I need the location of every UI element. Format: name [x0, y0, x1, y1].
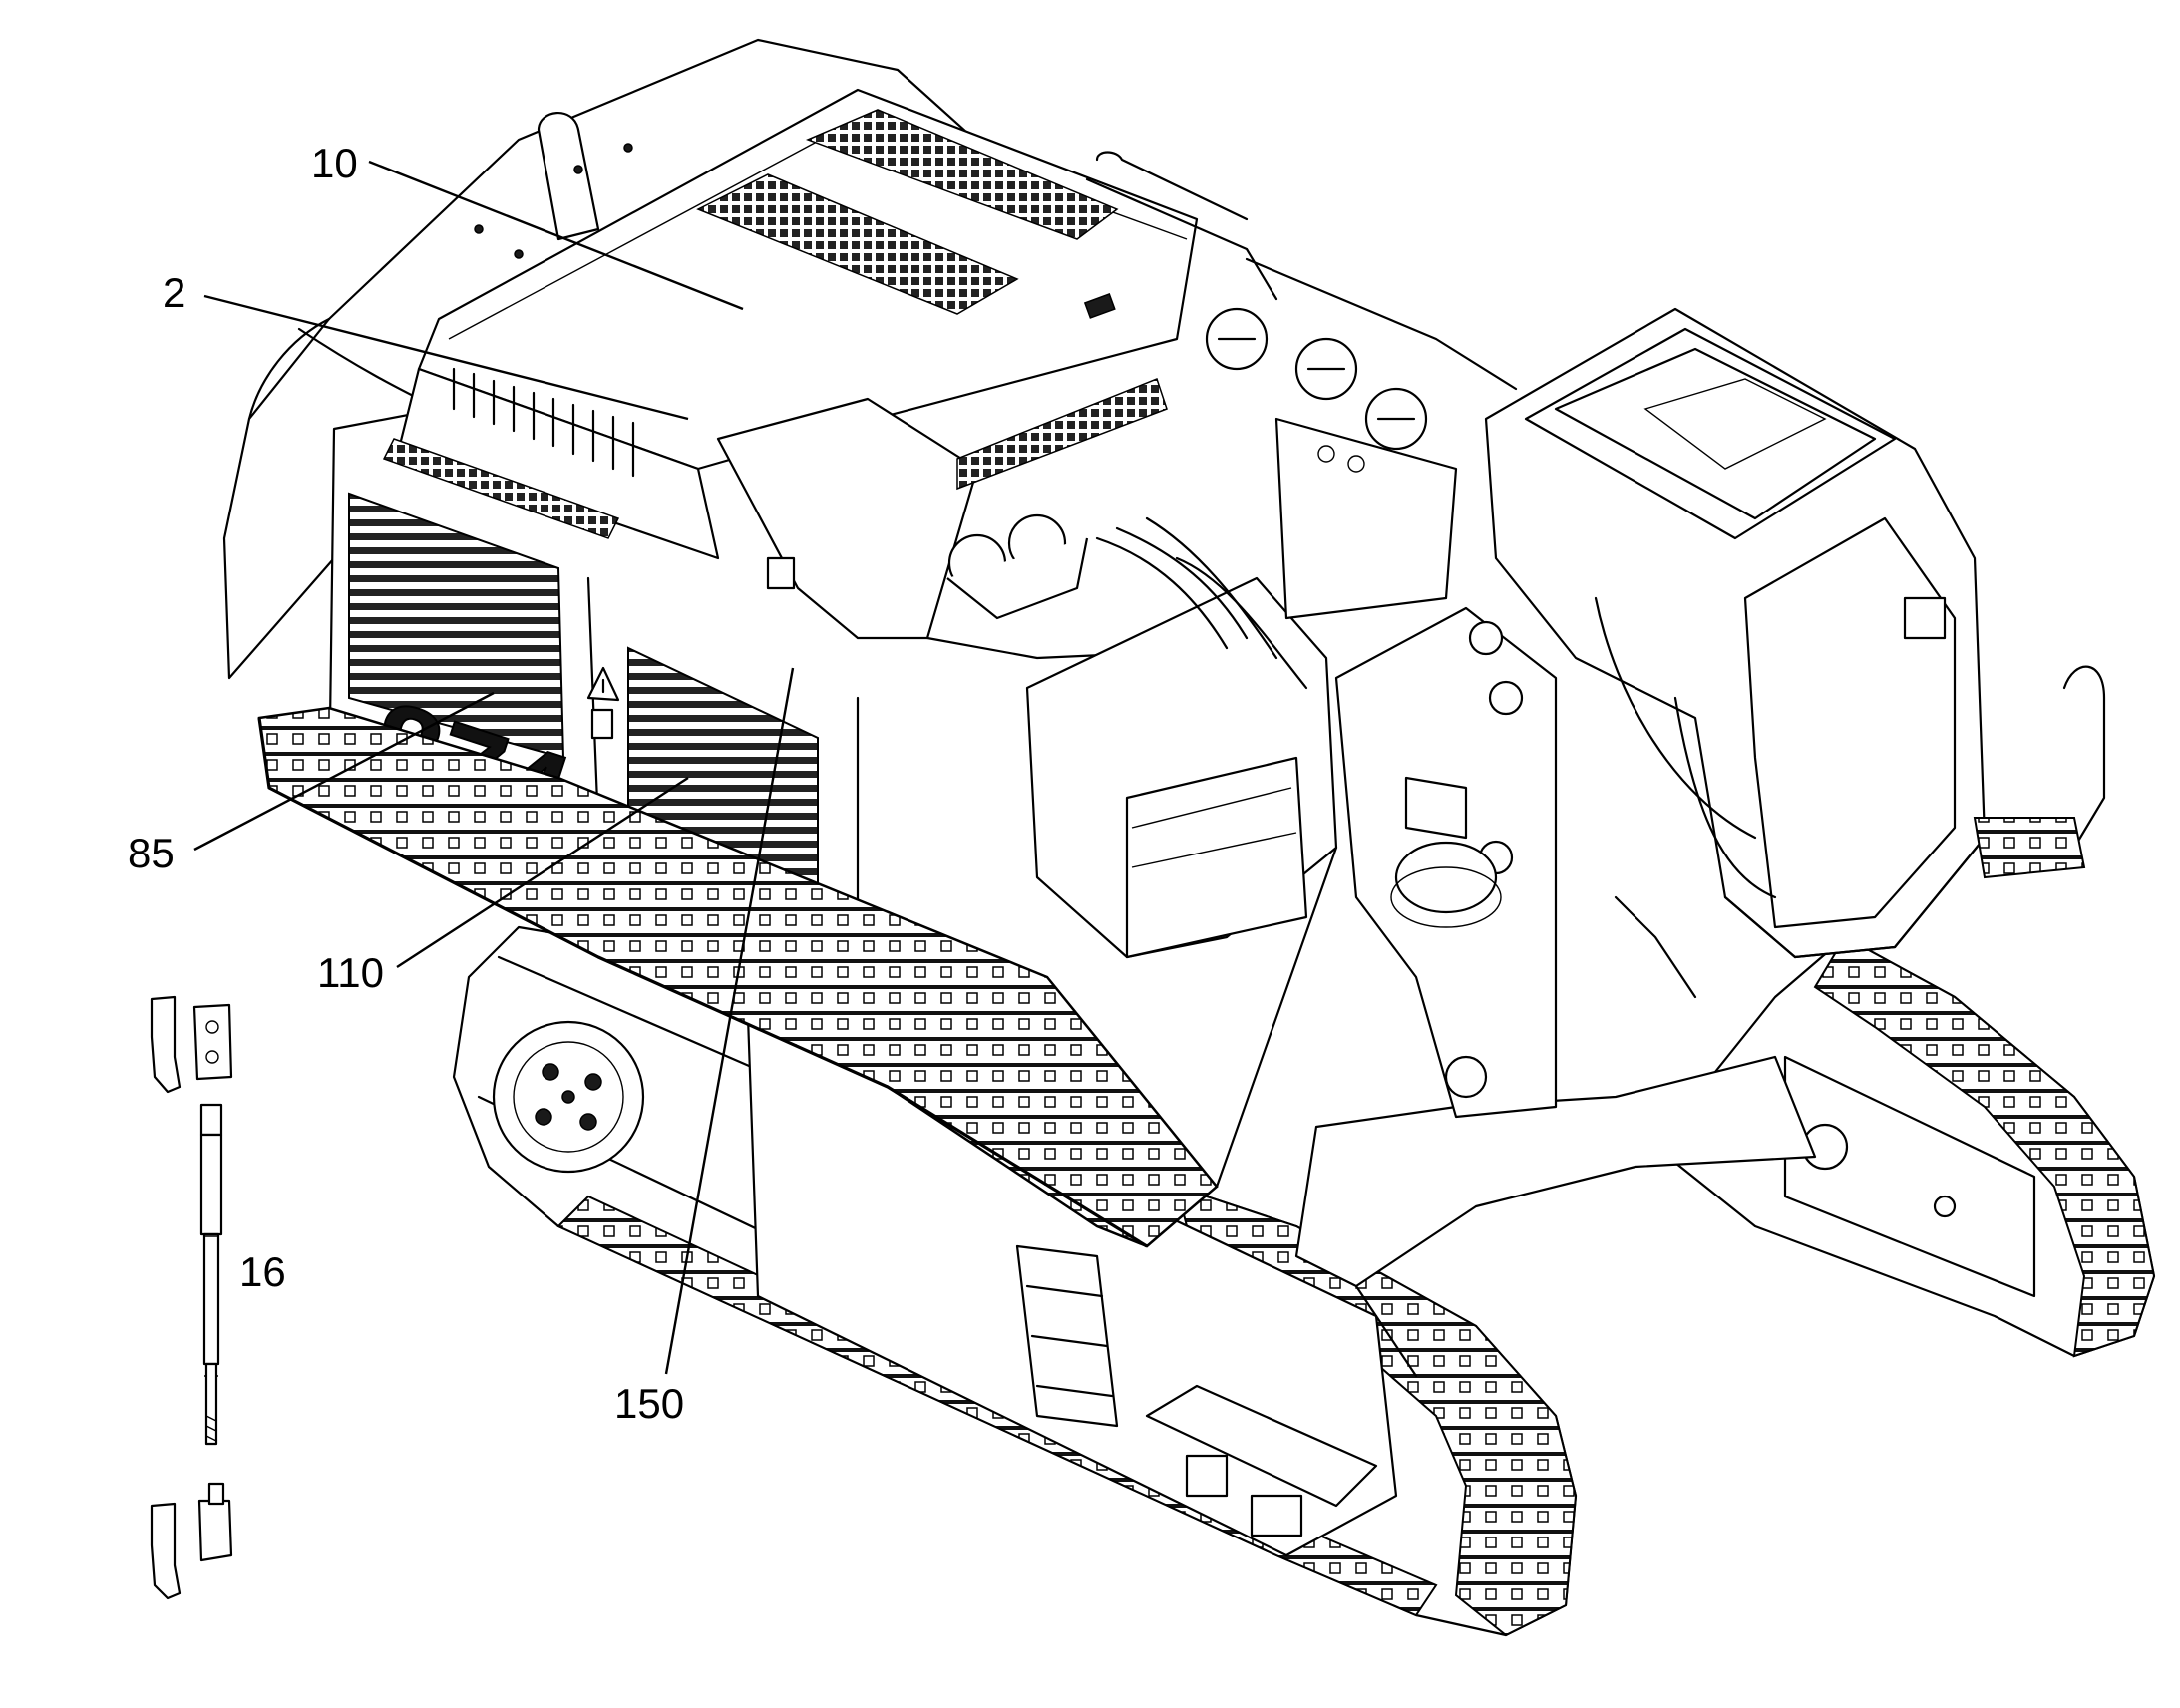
left-crawler-track: [452, 925, 1578, 1637]
leader-110: [396, 776, 689, 969]
callout-2: 2: [163, 269, 185, 316]
exhaust-stack: [537, 112, 600, 241]
callout-110: 110: [317, 949, 384, 996]
callout-10: 10: [311, 140, 358, 186]
callout-16: 16: [239, 1248, 286, 1295]
callout-85: 85: [128, 830, 175, 876]
louvers: [452, 367, 635, 478]
radiator-grille-left: [348, 492, 565, 760]
leader-2: [203, 294, 689, 421]
engine-cover-box: [716, 397, 979, 640]
leader-lines: [193, 160, 795, 1375]
leader-85: [193, 691, 495, 852]
callout-150: 150: [614, 1380, 684, 1427]
right-crawler-track: [1653, 935, 2156, 1358]
leader-150: [664, 667, 795, 1375]
part-16-support-rod: [150, 995, 233, 1600]
leader-10: [368, 160, 744, 311]
